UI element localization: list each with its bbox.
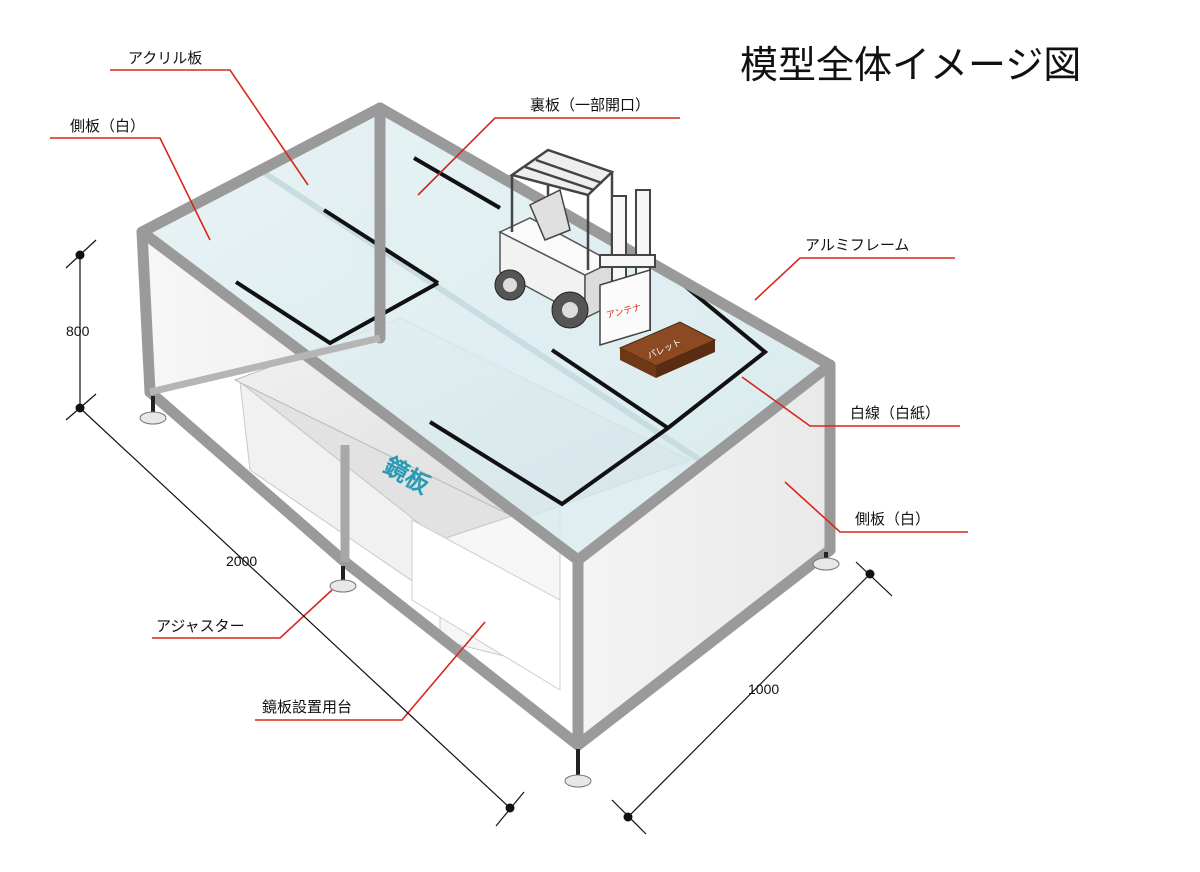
aluminum-frame-label: アルミフレーム xyxy=(805,236,909,254)
height-dimension-text: 800 xyxy=(66,323,90,339)
acrylic-label: アクリル板 xyxy=(128,49,202,67)
leader-lines xyxy=(50,69,968,721)
adjuster-label: アジャスター xyxy=(156,617,245,635)
adjuster-foot xyxy=(812,552,840,571)
forklift-wheel xyxy=(494,269,526,301)
dimension-height: 800 xyxy=(65,239,97,421)
forklift-model: アンテナ パレット xyxy=(494,148,717,378)
width-dimension-text: 1000 xyxy=(748,681,779,697)
dimension-width: 1000 xyxy=(611,561,893,835)
length-dimension-text: 2000 xyxy=(226,553,257,569)
right-side-panel xyxy=(578,365,830,745)
adjuster-foot xyxy=(139,396,167,425)
mirror-stand-label: 鏡板設置用台 xyxy=(262,698,352,716)
white-line-label: 白線（白紙） xyxy=(850,404,940,422)
forklift-wheel xyxy=(551,291,589,329)
adjuster-feet xyxy=(139,396,840,788)
side-panel-right-label: 側板（白） xyxy=(855,510,930,528)
page-title: 模型全体イメージ図 xyxy=(740,43,1081,87)
back-panel-label: 裏板（一部開口） xyxy=(530,96,650,114)
adjuster-foot xyxy=(564,749,592,788)
side-panel-left-label: 側板（白） xyxy=(70,117,145,135)
dimension-length: 2000 xyxy=(79,407,525,827)
adjuster-foot xyxy=(329,566,357,593)
aluminum-frame xyxy=(136,102,836,751)
pallet: パレット xyxy=(618,321,717,378)
